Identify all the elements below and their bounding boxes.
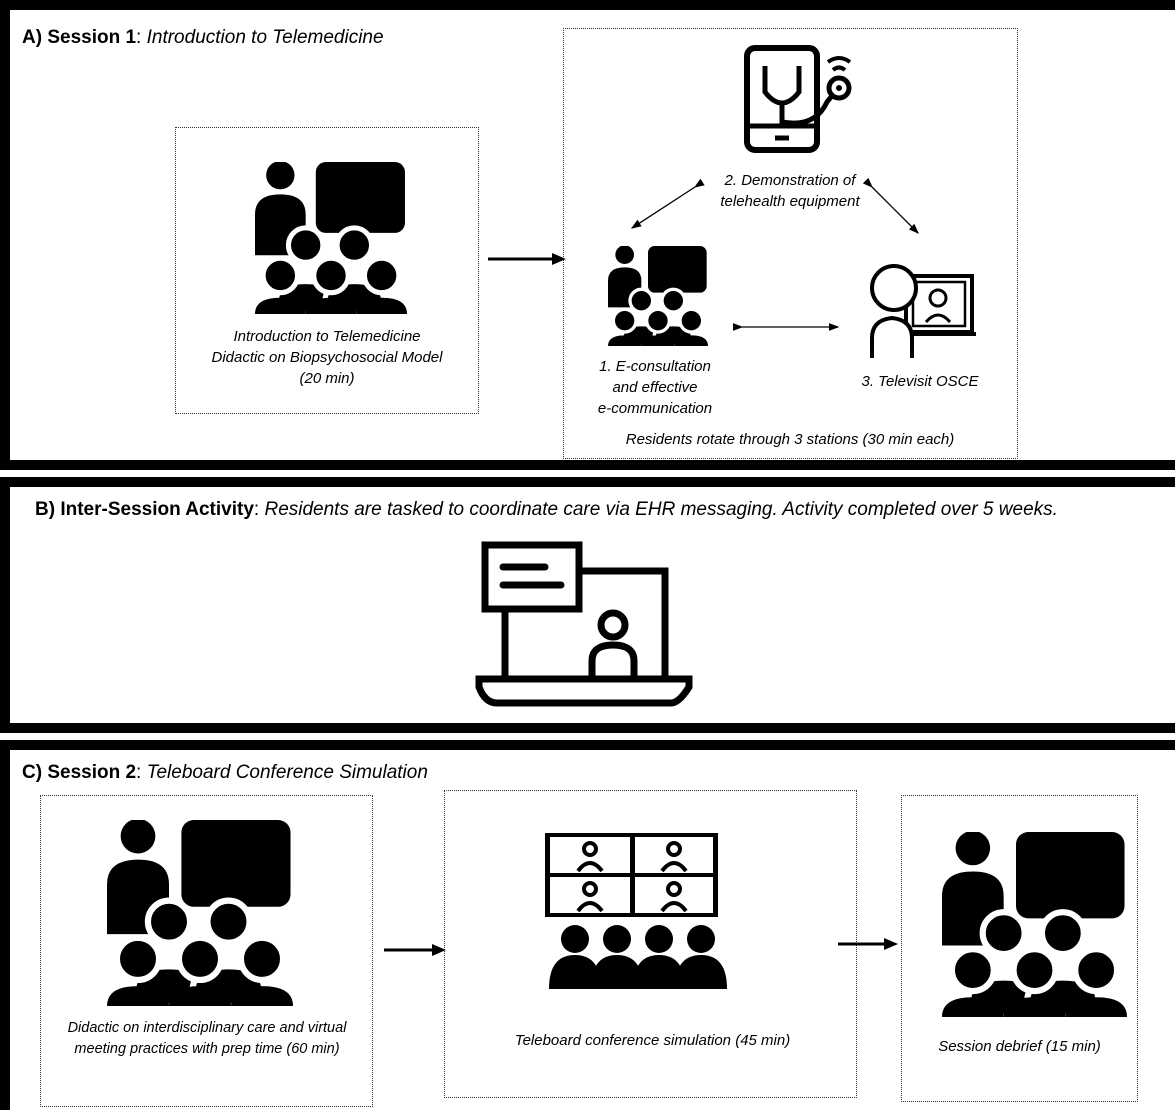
station3-caption: 3. Televisit OSCE — [861, 373, 979, 390]
phone-stethoscope-icon — [744, 45, 852, 153]
step2-caption: Teleboard conference simulation (45 min) — [514, 1032, 791, 1049]
stations-box — [563, 28, 1018, 459]
televisit-icon — [870, 264, 976, 358]
rotation-arrows — [630, 177, 919, 331]
session1-panel: A) Session 1: Introduction to Telemedici… — [0, 0, 1175, 470]
laptop-message-icon — [475, 541, 693, 707]
session2-panel: C) Session 2: Teleboard Conference Simul… — [0, 740, 1175, 1110]
rotation-note: Residents rotate through 3 stations (30 … — [625, 431, 955, 448]
step1-caption: Didactic on interdisciplinary care and v… — [67, 1020, 347, 1057]
intersession-panel: B) Inter-Session Activity: Residents are… — [0, 477, 1175, 733]
video-grid-audience-icon — [545, 833, 727, 989]
session2-heading: C) Session 2: Teleboard Conference Simul… — [22, 762, 428, 783]
flow-arrow-3 — [838, 938, 898, 950]
station1-classroom-icon — [608, 246, 708, 346]
intersession-heading: B) Inter-Session Activity: Residents are… — [35, 499, 1058, 520]
step3-caption: Session debrief (15 min) — [938, 1038, 1101, 1055]
flow-arrow-1 — [488, 253, 566, 265]
step1-classroom-icon — [107, 820, 293, 1006]
classroom-icon — [255, 162, 407, 314]
flow-arrow-2 — [384, 944, 446, 956]
step3-classroom-icon — [942, 832, 1127, 1017]
session1-heading: A) Session 1: Introduction to Telemedici… — [22, 27, 384, 48]
intro-box — [175, 127, 479, 414]
